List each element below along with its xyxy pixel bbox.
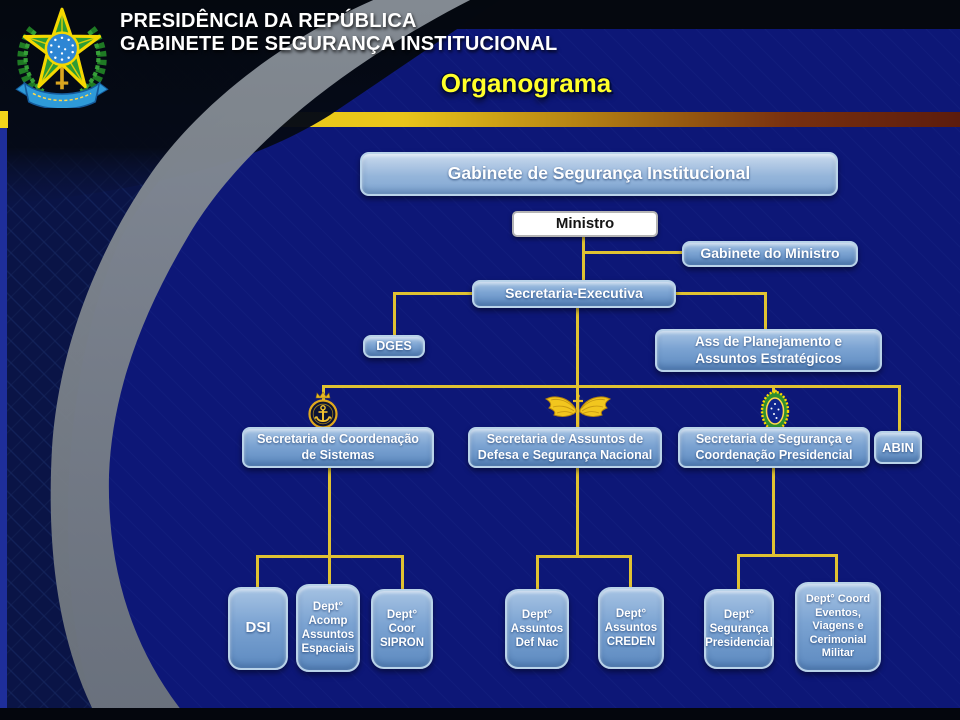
connector-line (737, 554, 740, 589)
header-line-2: GABINETE DE SEGURANÇA INSTITUCIONAL (120, 33, 558, 55)
org-node-dept-assuntos-def-nac: Dept° Assuntos Def Nac (505, 589, 569, 669)
connector-line (393, 292, 396, 335)
connector-line (737, 554, 838, 557)
connector-line (898, 385, 901, 431)
connector-line (323, 385, 901, 388)
connector-line (835, 554, 838, 583)
page-title: Organograma (440, 68, 612, 98)
connector-line (772, 468, 775, 556)
air-force-wings-emblem-icon (544, 394, 612, 428)
connector-line (582, 236, 585, 281)
navy-anchor-emblem-icon (308, 391, 338, 429)
connector-line (401, 555, 404, 589)
org-node-dsi: DSI (228, 587, 288, 670)
org-node-sec-seguranca-presidencial: Secretaria de Segurança e Coordenação Pr… (678, 427, 870, 468)
connector-line (576, 308, 579, 427)
connector-line (256, 555, 259, 587)
org-node-dges: DGES (363, 335, 425, 358)
connector-line (328, 555, 331, 587)
org-node-dept-coor-sipron: Dept° Coor SIPRON (371, 589, 433, 669)
connector-line (676, 292, 767, 295)
connector-line (629, 555, 632, 587)
connector-line (328, 468, 331, 558)
org-node-abin: ABIN (874, 431, 922, 464)
connector-line (576, 468, 579, 558)
org-node-gabinete-seguranca-institucional: Gabinete de Segurança Institucional (360, 152, 838, 196)
org-node-dept-seguranca-presidencial: Dept° Segurança Presidencial (704, 589, 774, 669)
connector-line (582, 251, 684, 254)
org-node-gabinete-do-ministro: Gabinete do Ministro (682, 241, 858, 267)
org-node-dept-assuntos-creden: Dept° Assuntos CREDEN (598, 587, 664, 669)
connector-line (536, 555, 632, 558)
org-node-ass-planejamento: Ass de Planejamento e Assuntos Estratégi… (655, 329, 882, 372)
connector-line (393, 292, 472, 295)
org-node-dept-coord-eventos: Dept° Coord Eventos, Viagens e Cerimonia… (795, 582, 881, 672)
org-node-ministro: Ministro (512, 211, 658, 237)
header-line-1: PRESIDÊNCIA DA REPÚBLICA (120, 10, 417, 32)
connector-line (536, 555, 539, 589)
org-node-sec-assuntos-defesa: Secretaria de Assuntos de Defesa e Segur… (468, 427, 662, 468)
org-node-secretaria-executiva: Secretaria-Executiva (472, 280, 676, 308)
army-oval-emblem-icon (760, 389, 790, 433)
connector-line (764, 292, 767, 329)
brazil-coat-of-arms-icon (15, 7, 109, 108)
org-node-sec-coordenacao-sistemas: Secretaria de Coordenação de Sistemas (242, 427, 434, 468)
org-node-dept-acomp-assuntos-espaciais: Dept° Acomp Assuntos Espaciais (296, 584, 360, 672)
